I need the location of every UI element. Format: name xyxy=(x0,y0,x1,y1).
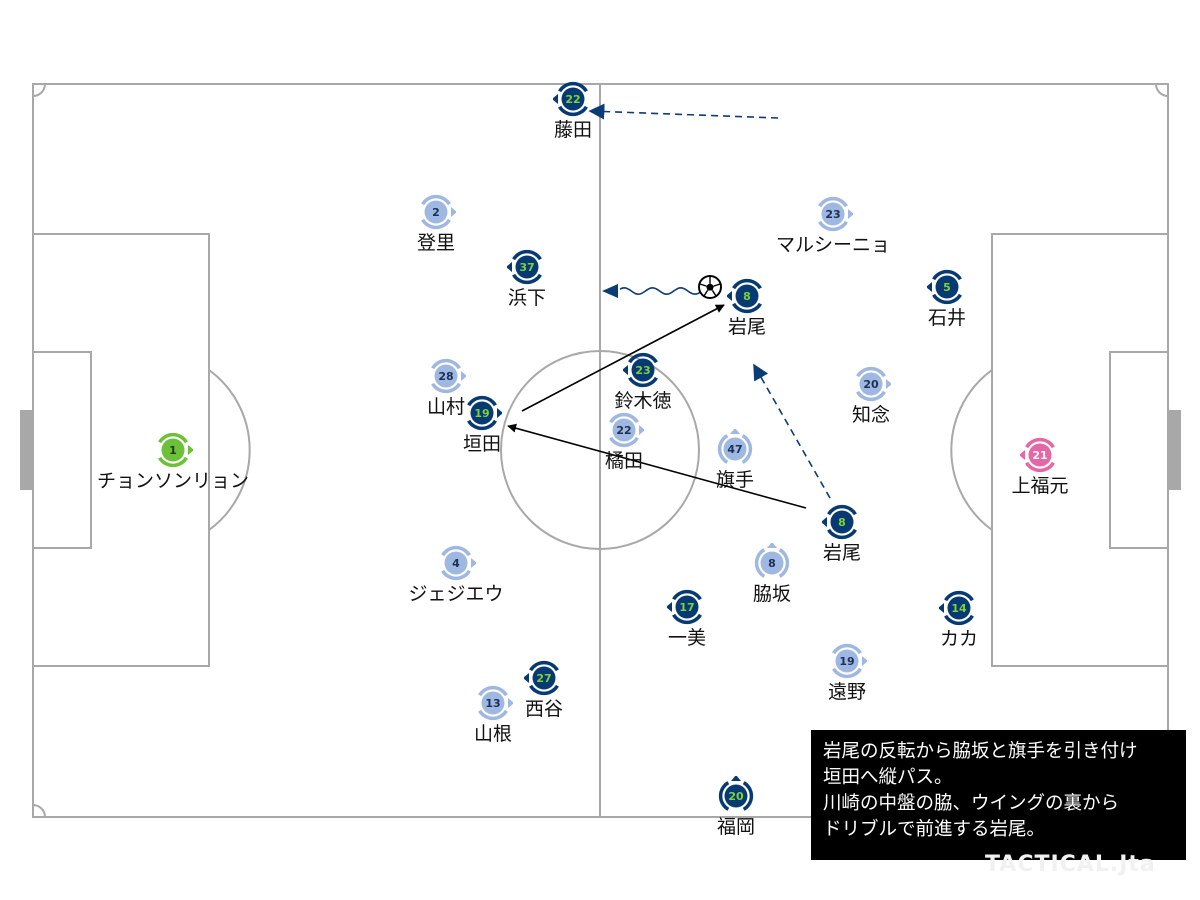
player-name: 藤田 xyxy=(553,119,592,141)
player-marker: 8 xyxy=(727,278,762,314)
player-name: 垣田 xyxy=(462,433,501,455)
player-number: 4 xyxy=(452,557,460,570)
player-name: カカ xyxy=(939,628,978,650)
player-number: 27 xyxy=(536,672,551,685)
player-marker: 5 xyxy=(927,269,962,305)
player-marker: 19 xyxy=(467,395,502,431)
player-marker: 23 xyxy=(623,352,658,388)
caption-line: 川崎の中盤の脇、ウイングの裏から xyxy=(823,793,1120,814)
player-marker: 22 xyxy=(553,81,588,117)
caption-line: ドリブルで前進する岩尾。 xyxy=(823,819,1046,840)
player-name: ジェジエウ xyxy=(408,583,504,605)
player-name: 西谷 xyxy=(524,698,563,720)
player-number: 5 xyxy=(943,281,951,294)
caption-box: 岩尾の反転から脇坂と旗手を引き付け 垣田へ縦パス。 川崎の中盤の脇、ウイングの裏… xyxy=(811,730,1186,860)
vertical-pass-arrow xyxy=(507,423,807,509)
player-number: 14 xyxy=(951,602,967,615)
player-marker: 8 xyxy=(822,504,857,540)
player-marker: 1 xyxy=(158,432,193,468)
iwao-dribble-run-arrow xyxy=(753,363,831,499)
dribble-wavy-line xyxy=(619,286,703,296)
player-name: 橘田 xyxy=(604,450,643,472)
caption-line: 垣田へ縦パス。 xyxy=(823,767,953,788)
player-number: 37 xyxy=(519,261,534,274)
player-name: 鈴木徳 xyxy=(614,390,672,412)
player-number: 22 xyxy=(616,424,631,437)
player-number: 22 xyxy=(565,93,580,106)
caption-line: 岩尾の反転から脇坂と旗手を引き付け xyxy=(823,741,1138,762)
layoff-pass-arrow xyxy=(521,304,725,412)
player-number: 20 xyxy=(728,790,744,803)
player-marker: 22 xyxy=(609,412,644,448)
player-marker: 19 xyxy=(832,643,867,679)
player-number: 47 xyxy=(727,443,742,456)
player-number: 23 xyxy=(825,208,840,221)
player-name: 福岡 xyxy=(716,816,755,838)
player-marker: 23 xyxy=(818,196,853,232)
player-marker: 20 xyxy=(856,366,891,402)
player-marker: 4 xyxy=(441,545,476,581)
player-number: 13 xyxy=(485,697,500,710)
player-name: マルシーニョ xyxy=(775,234,890,256)
player-name: チョンソンリョン xyxy=(96,470,249,492)
player-number: 19 xyxy=(839,655,854,668)
player-name: 山根 xyxy=(473,723,512,745)
player-marker: 47 xyxy=(717,429,753,464)
player-name: 一美 xyxy=(667,627,706,649)
player-name: 石井 xyxy=(927,307,966,329)
player-name: 旗手 xyxy=(715,469,754,491)
player-name: 脇坂 xyxy=(752,583,791,605)
player-number: 1 xyxy=(169,444,177,457)
player-number: 28 xyxy=(438,370,453,383)
player-name: 岩尾 xyxy=(727,316,766,338)
player-number: 20 xyxy=(863,378,879,391)
player-name: 知念 xyxy=(851,404,890,426)
player-number: 21 xyxy=(1032,449,1047,462)
dribble-arrowhead xyxy=(602,284,618,298)
watermark: TACTICAL.Jta xyxy=(985,852,1156,877)
player-marker: 8 xyxy=(754,543,790,578)
player-marker: 13 xyxy=(478,685,513,721)
player-number: 19 xyxy=(474,407,489,420)
player-number: 8 xyxy=(743,290,751,303)
player-name: 遠野 xyxy=(827,681,866,703)
player-name: 山村 xyxy=(426,396,465,418)
player-name: 岩尾 xyxy=(822,542,861,564)
player-number: 8 xyxy=(838,516,846,529)
player-marker: 20 xyxy=(718,776,754,811)
player-marker: 17 xyxy=(667,589,702,625)
fujita-run-arrow xyxy=(588,103,779,120)
player-marker: 28 xyxy=(431,358,466,394)
player-marker: 27 xyxy=(524,660,559,696)
player-marker: 2 xyxy=(421,194,456,230)
ball-icon xyxy=(698,275,722,299)
player-marker: 21 xyxy=(1020,437,1055,473)
left-goal xyxy=(20,410,33,490)
player-name: 登里 xyxy=(416,232,455,254)
player-number: 2 xyxy=(432,206,440,219)
player-number: 8 xyxy=(768,557,776,570)
player-number: 17 xyxy=(679,601,694,614)
right-goal xyxy=(1168,410,1181,490)
player-name: 浜下 xyxy=(507,287,546,309)
player-name: 上福元 xyxy=(1011,475,1069,497)
player-marker: 14 xyxy=(939,590,974,626)
player-marker: 37 xyxy=(507,249,542,285)
player-number: 23 xyxy=(635,364,650,377)
